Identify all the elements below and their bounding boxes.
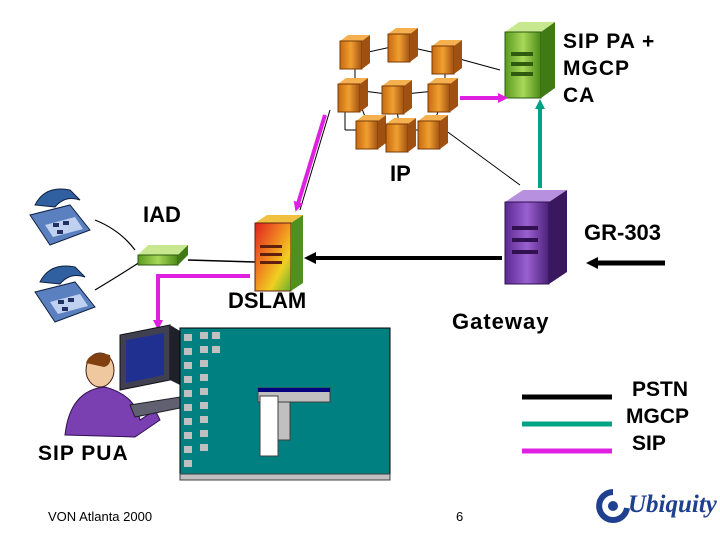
phone-cable: [94, 261, 141, 291]
legend-lines: [522, 394, 612, 454]
page-number: 6: [456, 509, 464, 524]
ip-label: IP: [390, 161, 411, 186]
legend-label-mgcp: MGCP: [626, 405, 689, 428]
phone-icon: [34, 265, 96, 323]
gr303-label: GR-303: [584, 220, 662, 245]
iad-device-icon: [137, 245, 188, 266]
sip-arrow-to-dslam: [293, 114, 327, 212]
sip-pa-server-icon: [504, 22, 555, 99]
sip-pua-label: SIP PUA: [38, 442, 129, 465]
sip-pa-label-line1: SIP PA +: [563, 30, 656, 53]
sip-arrow-to-pua: [153, 274, 250, 330]
gateway-label: Gateway: [452, 309, 550, 334]
dslam-device-icon: [254, 215, 303, 292]
ubiquity-logo-icon: [596, 489, 630, 523]
sip-pa-label-line3: CA: [563, 84, 596, 107]
legend-label-pstn: PSTN: [632, 378, 689, 401]
dslam-label: DSLAM: [228, 288, 307, 313]
iad-label: IAD: [143, 202, 181, 227]
desktop-screenshot: [179, 327, 391, 481]
sip-pa-label: SIP PA + MGCP CA: [563, 28, 655, 109]
phone-cable: [94, 219, 136, 251]
gateway-server-icon: [504, 190, 567, 285]
ip-network-servers: [337, 28, 462, 153]
sip-pua-user-icon: [64, 324, 186, 438]
sip-pa-label-line2: MGCP: [563, 57, 630, 80]
legend-label-sip: SIP: [632, 432, 666, 455]
footer-event-text: VON Atlanta 2000: [48, 509, 153, 524]
iad-cable: [187, 259, 256, 263]
ubiquity-logo-text: Ubiquity: [628, 491, 717, 518]
phone-icon: [29, 188, 91, 246]
desktop-icons: [184, 332, 220, 467]
